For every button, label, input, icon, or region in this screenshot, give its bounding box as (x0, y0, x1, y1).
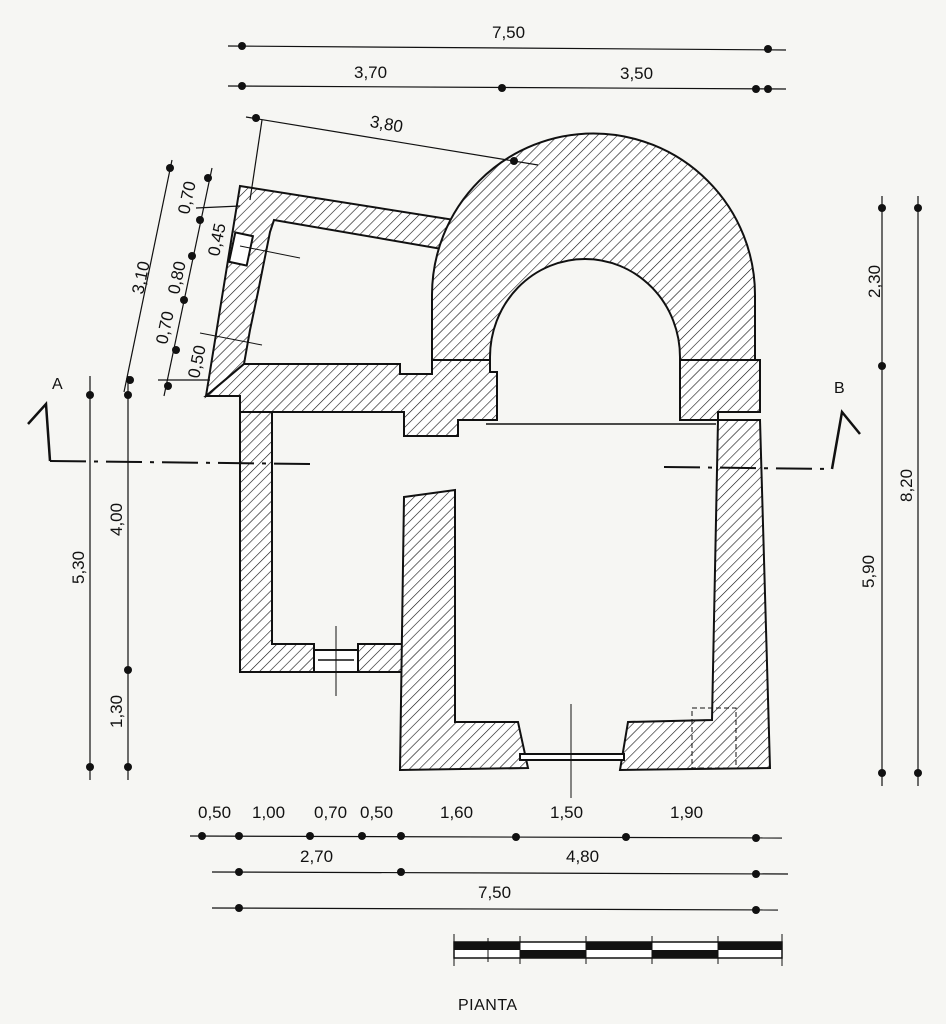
dim-bottom-5: 1,60 (440, 803, 473, 822)
dim-left-d5: 0,50 (184, 343, 209, 379)
section-line-left (49, 460, 313, 465)
dim-bottom-row2-right: 4,80 (566, 847, 599, 866)
wall-right-pier (679, 359, 761, 421)
dim-top-right: 3,50 (620, 64, 653, 83)
dim-left-d4: 0,70 (152, 309, 177, 345)
dim-right-upper: 2,30 (865, 265, 884, 298)
wall-apse (431, 132, 756, 367)
dim-right-total: 8,20 (897, 469, 916, 502)
dim-left-slanted-ticks (126, 164, 212, 390)
door-nw-axis (199, 332, 263, 346)
dim-bottom-6: 1,50 (550, 803, 583, 822)
window-nw-axis (239, 245, 301, 259)
dim-top-total: 7,50 (492, 23, 525, 42)
dim-top-ticks (238, 42, 772, 165)
dim-bottom-1: 0,50 (198, 803, 231, 822)
window-north-west (227, 231, 255, 267)
dim-left-upper: 4,00 (107, 503, 126, 536)
door-south (519, 753, 625, 761)
dim-top-left: 3,70 (354, 63, 387, 82)
dim-left-lower: 1,30 (107, 695, 126, 728)
wall-cross (203, 359, 498, 437)
section-label-b: B (834, 380, 845, 397)
scale-bar (453, 934, 783, 966)
dim-left-d2: 0,45 (204, 221, 229, 257)
dim-left-overall: 3,10 (128, 259, 153, 295)
wall-east (618, 419, 772, 772)
dim-left-slanted (123, 159, 241, 397)
dim-bottom-4: 0,50 (360, 803, 393, 822)
plan-title: PIANTA (458, 997, 518, 1014)
dim-left-total: 5,30 (69, 551, 88, 584)
wall-central (398, 488, 530, 772)
dim-bottom-row3-total: 7,50 (478, 883, 511, 902)
dim-bottom-3: 0,70 (314, 803, 347, 822)
dim-right-lower: 5,90 (859, 555, 878, 588)
dim-bottom (189, 835, 789, 911)
section-arrow-b (830, 409, 861, 470)
dim-left-vertical-ticks (86, 391, 132, 771)
wall-west (239, 411, 315, 673)
dim-bottom-2: 1,00 (252, 803, 285, 822)
dim-bottom-ticks (198, 832, 760, 914)
dim-bottom-row2-left: 2,70 (300, 847, 333, 866)
dim-bottom-7: 1,90 (670, 803, 703, 822)
dim-left-vertical (89, 376, 129, 780)
dim-right-vertical (881, 196, 919, 786)
section-arrow-a (27, 400, 52, 462)
corner-dashed (691, 707, 737, 769)
section-line-right (663, 466, 833, 470)
dim-top-apse: 3,80 (369, 112, 405, 136)
dim-left-d1: 0,70 (174, 179, 199, 215)
dim-right-vertical-ticks (878, 204, 922, 777)
section-label-a: A (52, 376, 63, 393)
wall-south-west (357, 643, 405, 673)
dim-top (227, 45, 787, 201)
